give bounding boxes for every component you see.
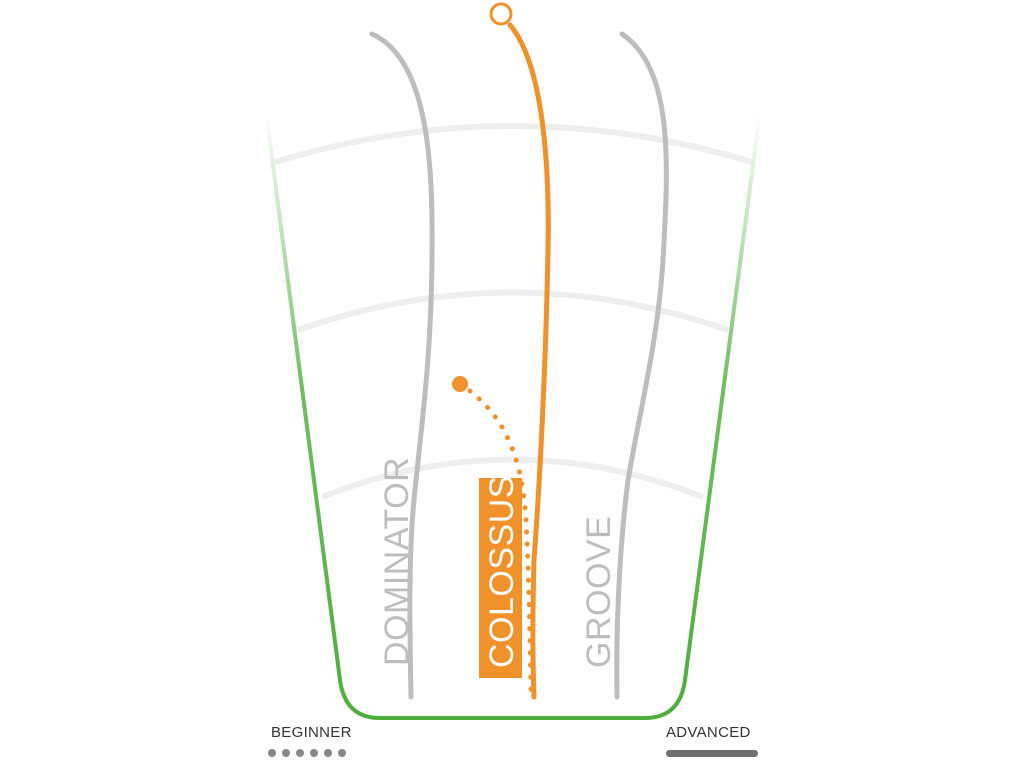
lane-grid-arcs xyxy=(274,123,753,500)
path-colossus-line xyxy=(507,22,551,700)
grid-arc-bottom xyxy=(320,456,705,500)
scale-dot xyxy=(282,749,290,757)
scale-dot xyxy=(338,749,346,757)
colossus-release-dotted-path xyxy=(457,381,534,693)
advanced-bar-indicator xyxy=(666,750,758,757)
path-dominator-line xyxy=(369,31,435,700)
colossus-start-marker xyxy=(489,2,513,26)
path-label-colossus: COLOSSUS xyxy=(483,475,521,668)
grid-arc-top xyxy=(274,123,753,165)
scale-dot xyxy=(310,749,318,757)
colossus-label-highlight xyxy=(479,478,522,678)
path-label-groove: GROOVE xyxy=(580,516,618,668)
label-dominator: DOMINATOR xyxy=(378,457,416,666)
beginner-dots-indicator xyxy=(268,749,346,757)
scale-dot xyxy=(324,749,332,757)
advanced-label: ADVANCED xyxy=(666,724,751,741)
scale-dot xyxy=(268,749,276,757)
path-label-dominator: DOMINATOR xyxy=(378,457,416,666)
label-colossus[interactable]: COLOSSUS xyxy=(479,475,522,678)
lane-outline xyxy=(264,111,762,720)
beginner-label: BEGINNER xyxy=(271,724,352,741)
path-groove-line xyxy=(614,31,669,700)
label-groove: GROOVE xyxy=(580,516,618,668)
scale-dot xyxy=(296,749,304,757)
colossus-release-point xyxy=(452,376,468,392)
grid-arc-middle xyxy=(297,289,729,333)
